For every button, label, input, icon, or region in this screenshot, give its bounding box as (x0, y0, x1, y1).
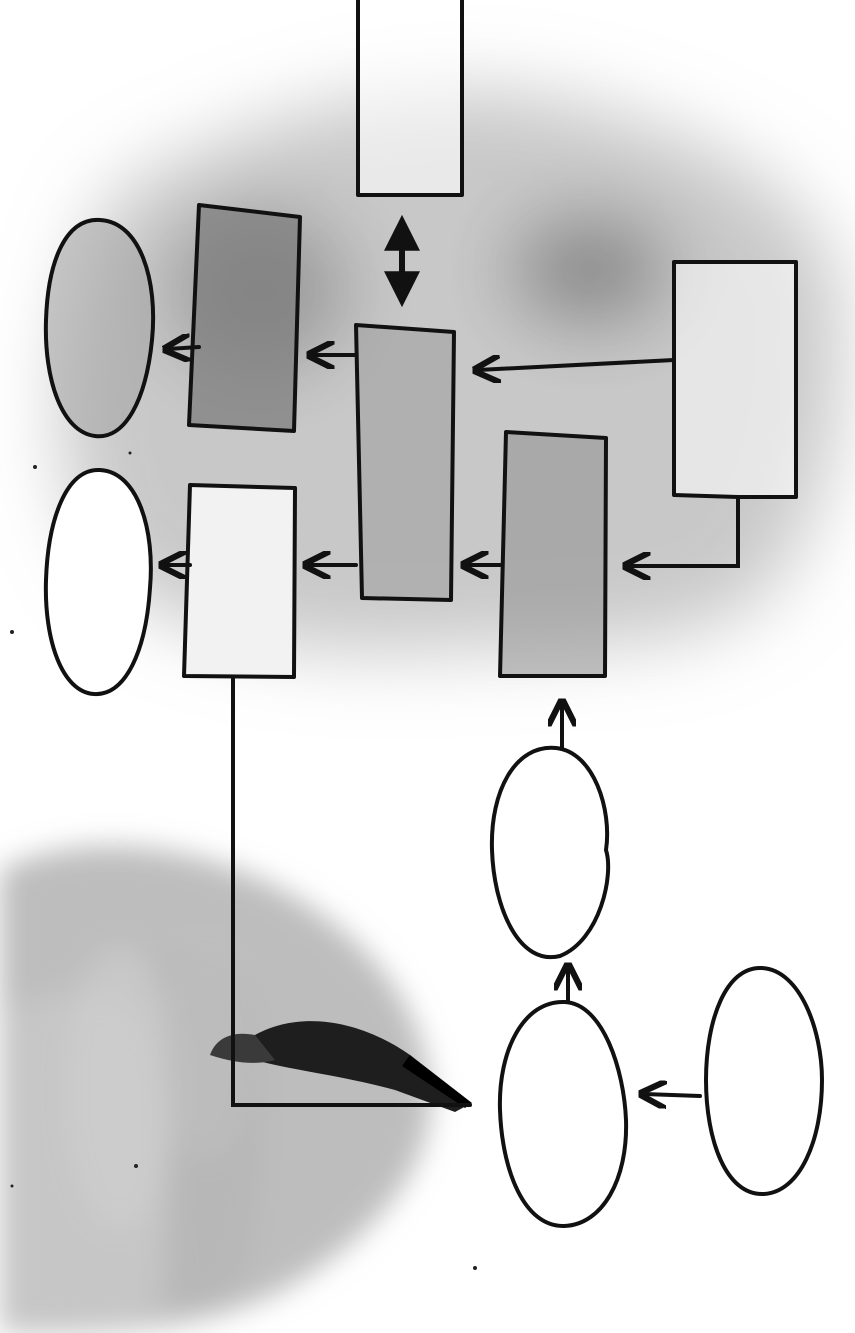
bottom-oval (497, 999, 629, 1229)
hand-illustration (0, 846, 472, 1333)
left-lower-oval (43, 467, 153, 697)
lower-middle-box (498, 430, 608, 678)
left-upper-oval (43, 217, 156, 439)
top-box (356, 0, 464, 197)
connectors (164, 214, 740, 1107)
right-bottom-oval (703, 965, 825, 1197)
center-tall-box (354, 323, 456, 602)
arrow-right-oval-to-bottom-oval (644, 1094, 702, 1096)
left-lower-box (182, 483, 297, 679)
arrow-left-upper-box-to-oval (168, 347, 201, 349)
elbow-arrow-right-to-lower (628, 495, 740, 566)
arrow-right-to-center (478, 360, 676, 370)
paper-speckles (10, 451, 477, 1270)
left-upper-box (187, 203, 302, 433)
right-box (672, 260, 798, 499)
line-left-lower-to-pen (231, 676, 472, 1107)
pen-icon (210, 1021, 472, 1112)
mid-oval (489, 745, 611, 960)
